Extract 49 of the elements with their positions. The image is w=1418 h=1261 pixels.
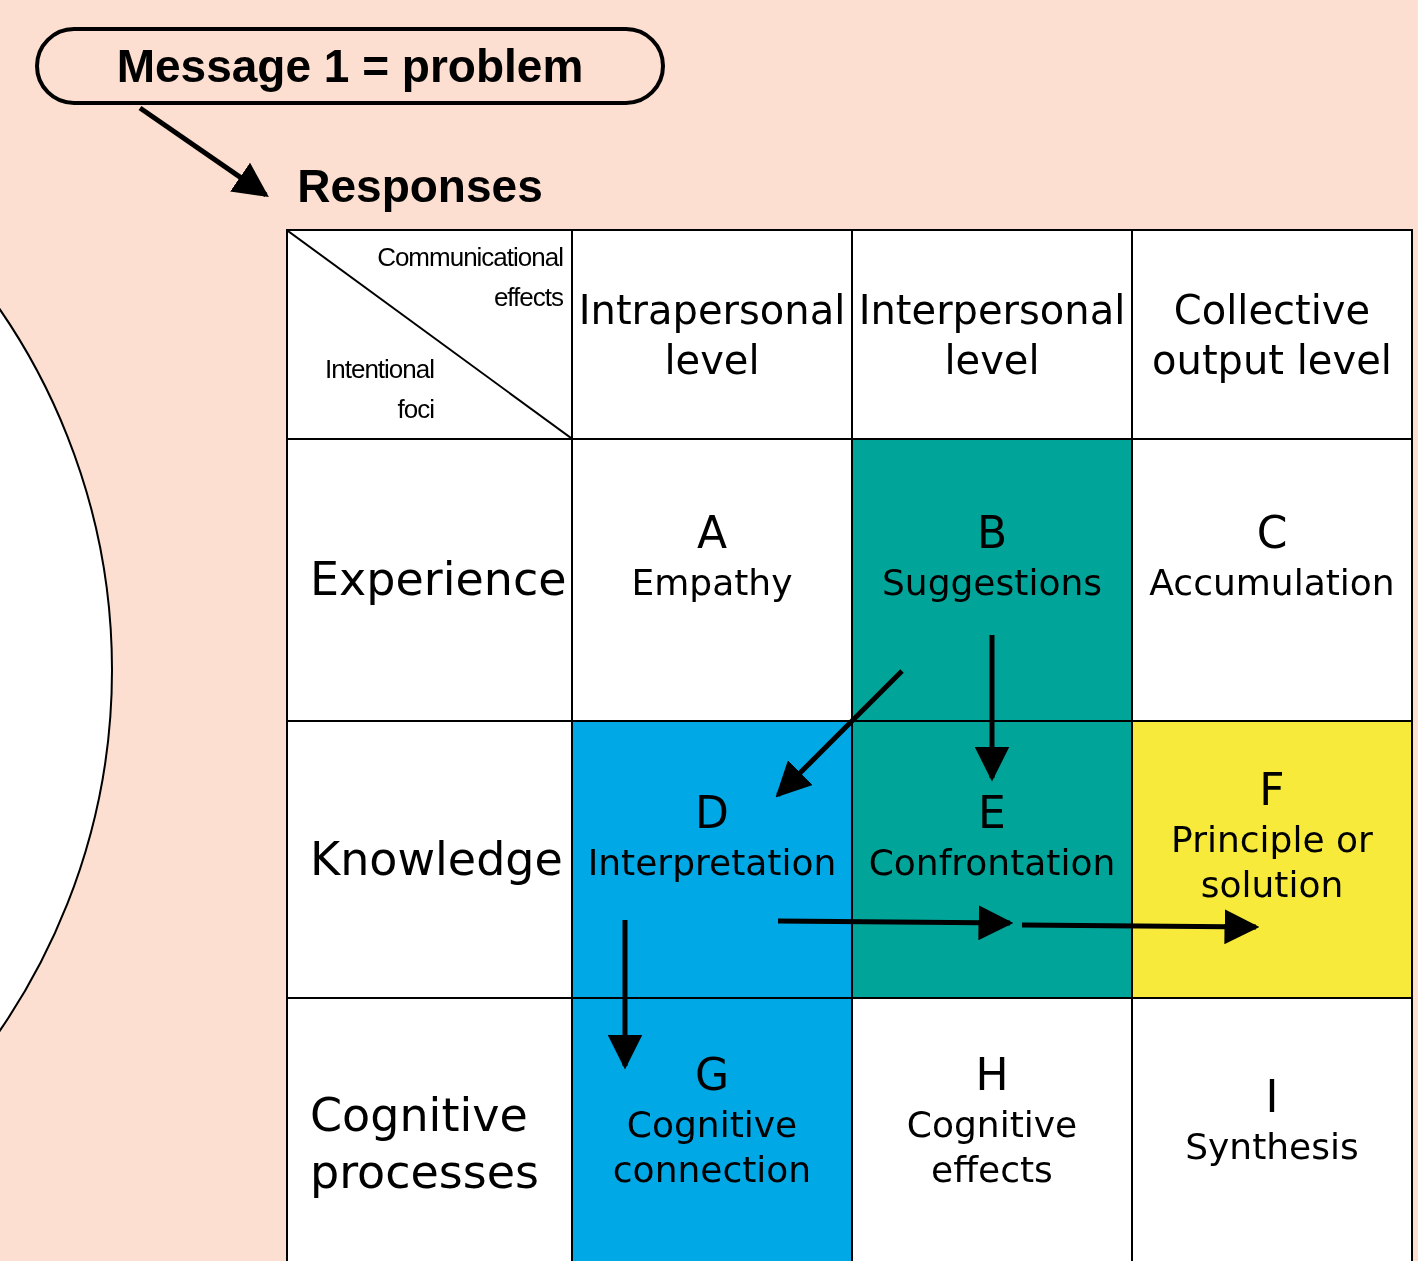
corner-heading: Intentional foci (324, 353, 434, 426)
cell-letter: C (1256, 506, 1288, 560)
table-cell (571, 997, 853, 1261)
table-cell (851, 720, 1133, 999)
arrow (974, 635, 1010, 782)
row-heading: Experience (310, 551, 567, 609)
column-heading: Interpersonal level (858, 285, 1126, 385)
column-heading: Intrapersonal level (578, 285, 846, 385)
row-heading: Cognitive processes (310, 1086, 541, 1201)
table-cell (571, 720, 853, 999)
corner-heading: Communicational effects (376, 241, 563, 314)
cell-letter: E (978, 785, 1006, 840)
message-text: Message 1 = problem (116, 39, 584, 93)
cell-label: Empathy (631, 561, 793, 605)
cell-letter: D (695, 785, 729, 840)
arrow (1021, 909, 1260, 945)
cell-label: Confrontation (868, 840, 1116, 885)
row-heading: Knowledge (310, 830, 563, 888)
cell-label: Cognitive effects (905, 1102, 1079, 1192)
table-cell (851, 438, 1133, 722)
heading: Responses (297, 159, 543, 213)
table-cell (286, 720, 573, 999)
cell-letter: G (694, 1047, 730, 1102)
arrow (777, 905, 1014, 941)
cell-letter: A (696, 506, 728, 560)
table-cell (1131, 997, 1413, 1261)
cell-letter: I (1265, 1070, 1279, 1124)
cell-label: Interpretation (587, 840, 837, 885)
cell-label: Synthesis (1185, 1125, 1359, 1169)
table-cell (571, 229, 853, 440)
cell-label: Cognitive connection (611, 1102, 813, 1192)
table-cell (286, 997, 573, 1261)
table-cell (1131, 720, 1413, 999)
cell-label: Accumulation (1149, 561, 1395, 605)
table-cell (286, 438, 573, 722)
table-cell (851, 229, 1133, 440)
table-cell (851, 997, 1133, 1261)
cell-label: Principle or solution (1170, 818, 1374, 907)
arrow (607, 920, 643, 1070)
cell-letter: B (976, 506, 1008, 560)
table-cell (1131, 438, 1413, 722)
table-cell (571, 438, 853, 722)
arrow (775, 669, 904, 798)
column-heading: Collective output level (1151, 285, 1393, 385)
cell-label: Suggestions (882, 561, 1102, 605)
cell-letter: F (1259, 763, 1285, 817)
arrow (138, 105, 269, 198)
table-cell (1131, 229, 1413, 440)
cell-letter: H (975, 1047, 1009, 1102)
